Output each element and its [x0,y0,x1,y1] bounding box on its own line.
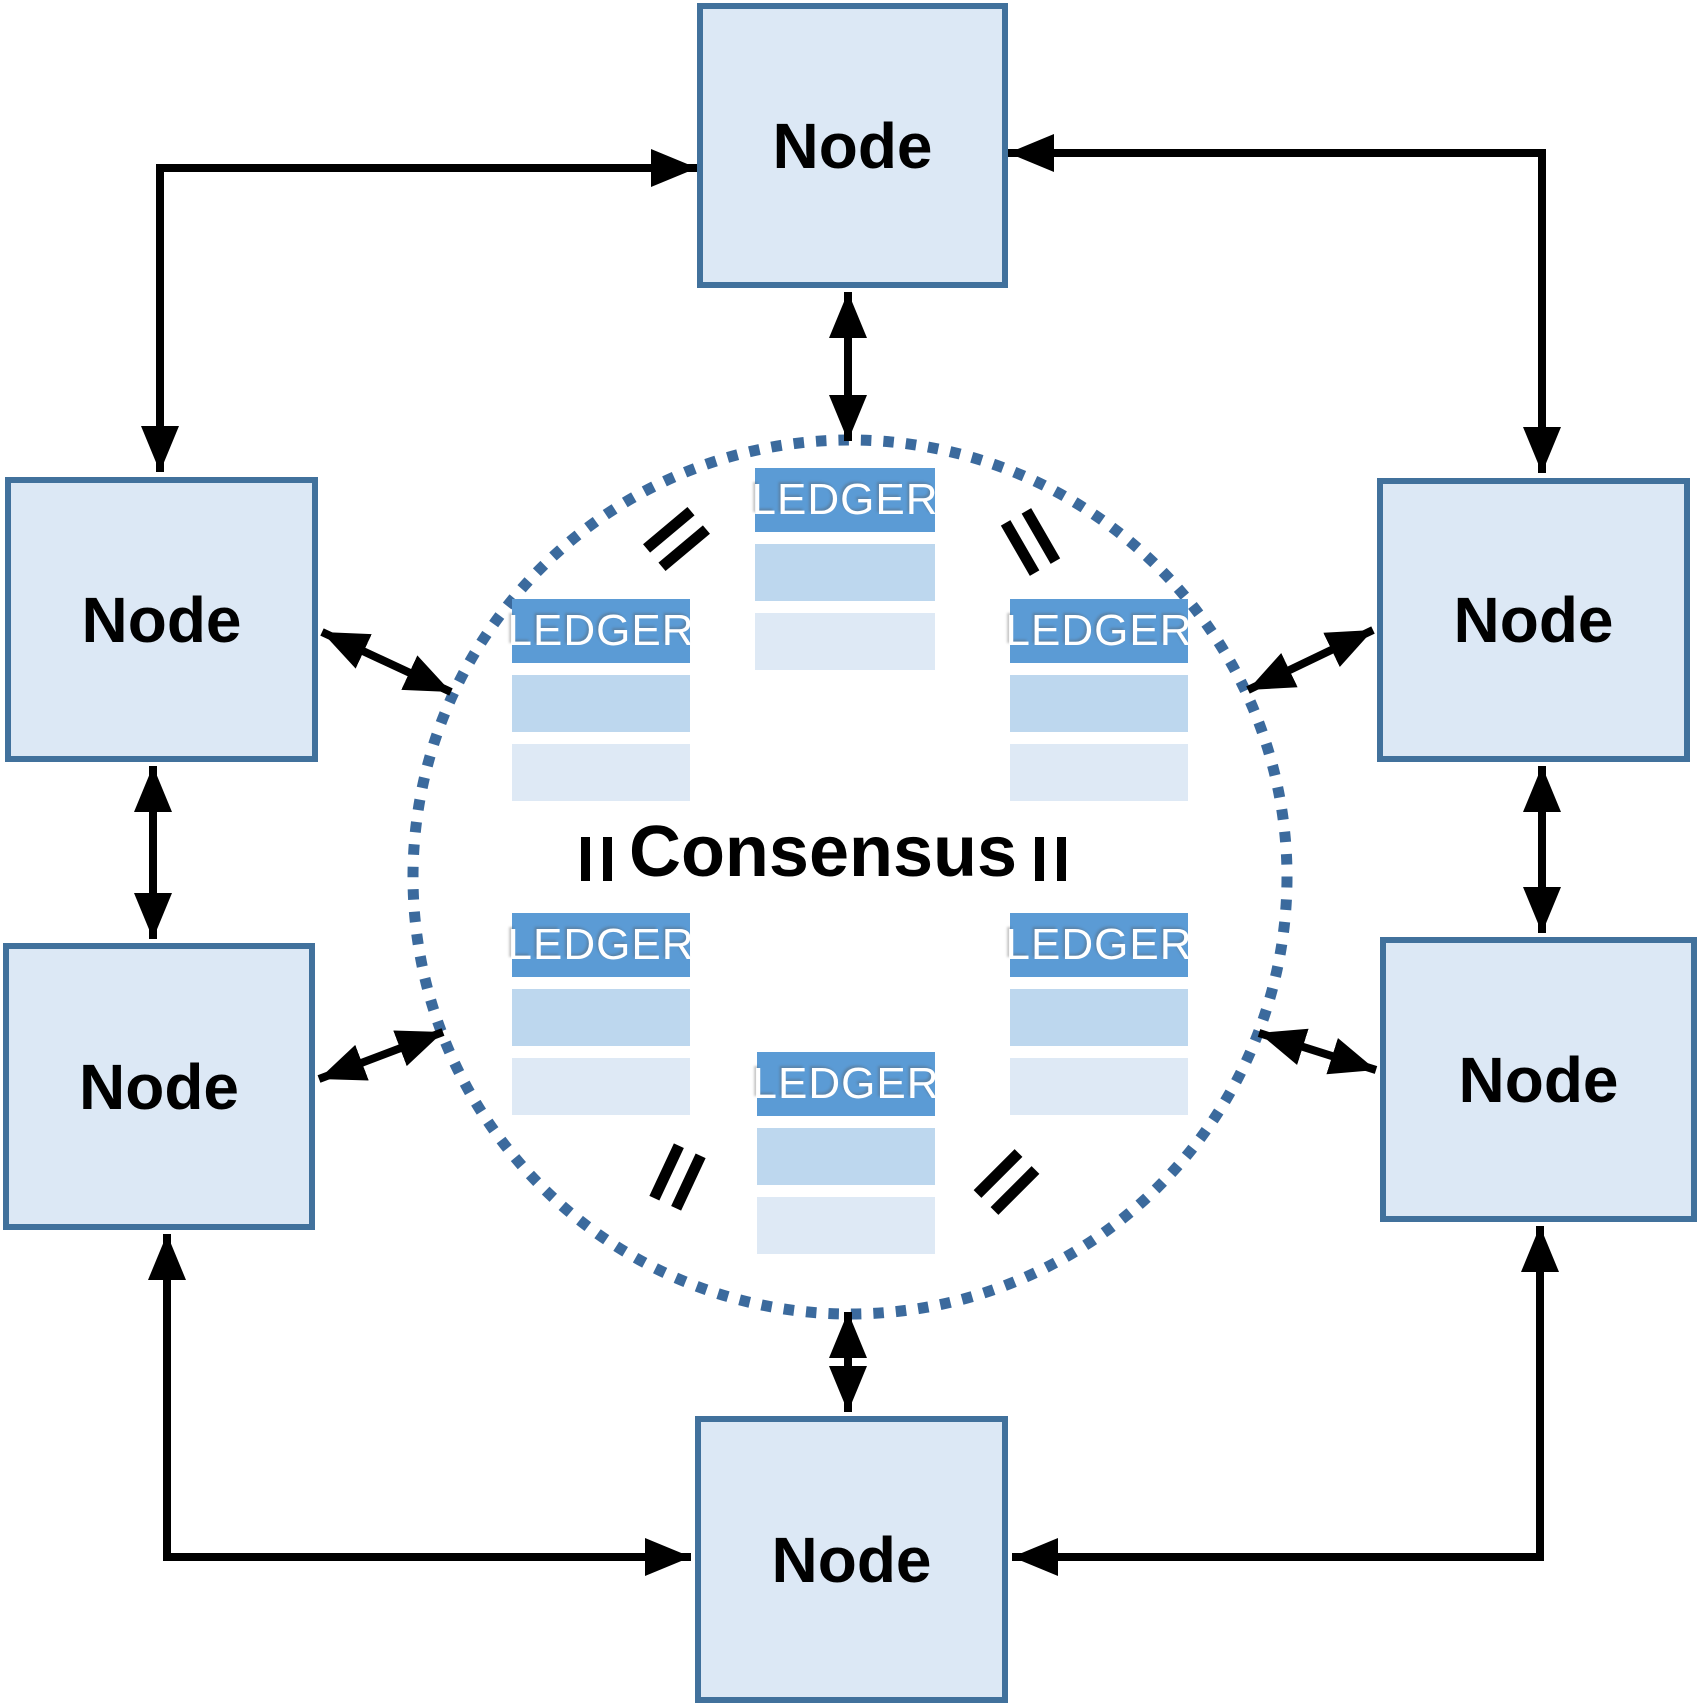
arrow-upper-right-node-to-circle [1246,626,1375,694]
node-label: Node [1458,1043,1619,1116]
node-label: Node [79,1050,239,1123]
ledger-row [1010,1058,1188,1115]
ledger-row [757,1197,935,1254]
ledger-bottom-center: LEDGER [753,1052,938,1254]
ledger-upper-left: LEDGER [508,599,693,801]
node-box-bottom: Node [695,1416,1008,1703]
ledger-row [512,989,690,1046]
ledger-header: LEDGER [508,913,693,977]
node-box-lower-left: Node [3,943,315,1230]
arrow-lower-left-node-to-circle [317,1028,445,1083]
equals-bar [603,837,612,881]
equals-icon [581,837,612,881]
equals-bar [581,837,590,881]
equals-icon [1035,837,1066,881]
node-box-upper-right: Node [1377,478,1690,762]
node-box-upper-left: Node [5,477,318,762]
ledger-row [755,544,935,601]
ledger-row [1010,744,1188,801]
ledger-row [1010,989,1188,1046]
arrow-elbow-top-right [1008,134,1561,473]
ledger-row [512,744,690,801]
node-label: Node [1453,584,1614,656]
node-label: Node [771,1523,932,1596]
ledger-header: LEDGER [1006,913,1191,977]
ledger-row [757,1128,935,1185]
ledger-header: LEDGER [508,599,693,663]
ledger-top-center: LEDGER [752,468,937,670]
ledger-lower-right: LEDGER [1006,913,1191,1115]
ledger-header: LEDGER [753,1052,938,1116]
ledger-header: LEDGER [1006,599,1191,663]
arrow-elbow-top-left [141,149,697,472]
ledger-row [755,613,935,670]
node-label: Node [772,109,933,182]
equals-bar [1057,837,1066,881]
ledger-header: LEDGER [752,468,937,532]
node-label: Node [81,583,242,656]
ledger-upper-right: LEDGER [1006,599,1191,801]
ledger-row [512,675,690,732]
ledger-lower-left: LEDGER [508,913,693,1115]
consensus-label: Consensus [628,812,1018,892]
consensus-dotted-circle [407,434,1293,1320]
node-box-top: Node [697,3,1008,288]
ledger-row [1010,675,1188,732]
arrow-elbow-bottom-right [1012,1226,1559,1576]
arrow-elbow-bottom-left [148,1234,691,1576]
node-box-lower-right: Node [1380,937,1697,1222]
arrow-upper-left-node-to-circle [320,628,453,696]
arrow-lower-right-node-to-circle [1257,1028,1378,1075]
ledger-row [512,1058,690,1115]
equals-bar [1035,837,1044,881]
